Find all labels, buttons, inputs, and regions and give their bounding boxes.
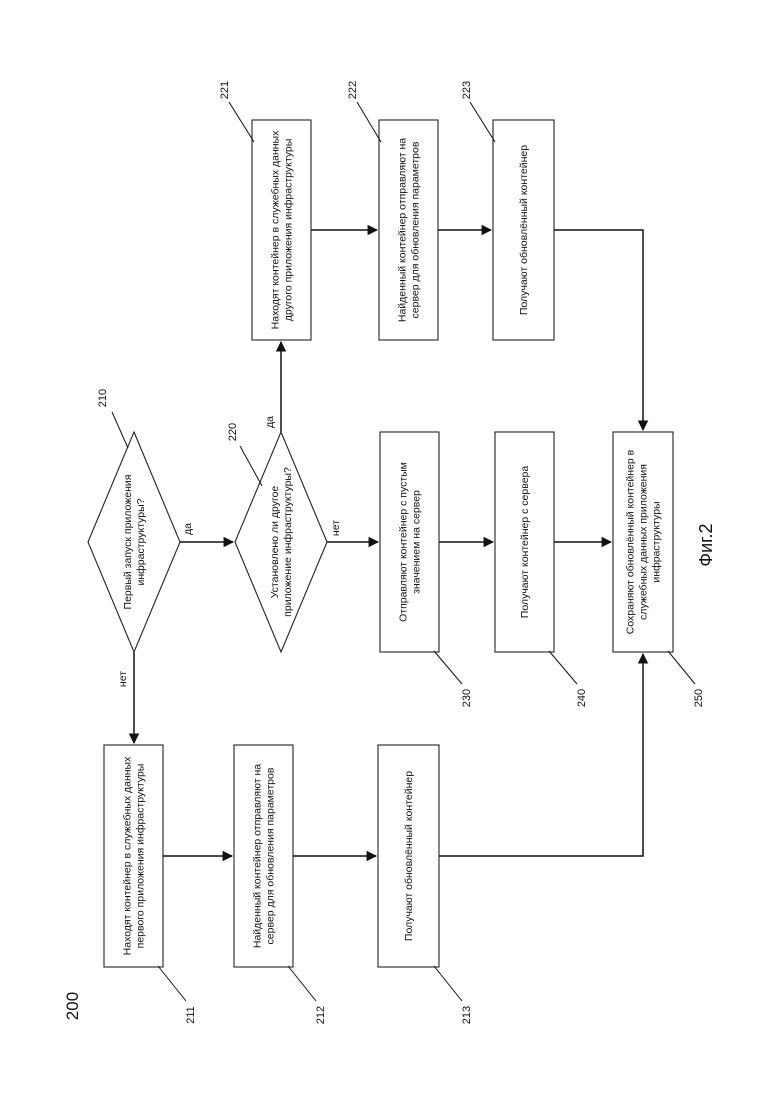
ref-leader-240 xyxy=(549,651,577,684)
node-label-line: сервер для обновления параметров xyxy=(410,141,422,318)
process-send-container-first: Найденный контейнер отправляют насервер … xyxy=(234,745,293,967)
ref-number-210: 210 xyxy=(97,389,109,407)
edge-label-210-yes: да xyxy=(182,523,194,535)
node-label-line: Получают обновлённый контейнер xyxy=(403,771,415,941)
node-label: Получают контейнер с сервера xyxy=(519,466,531,619)
ref-leader-250 xyxy=(668,651,695,684)
ref-leader-223 xyxy=(470,102,495,142)
node-label-line: Находят контейнер в служебных данных xyxy=(270,130,282,329)
ref-number-222: 222 xyxy=(347,81,359,99)
ref-number-240: 240 xyxy=(576,689,588,707)
edge-label-210-no: нет xyxy=(117,671,129,687)
node-label-line: Найденный контейнер отправляют на xyxy=(397,138,409,322)
node-label-line: значением на сервер xyxy=(411,490,423,594)
node-label-line: инфраструктуры xyxy=(651,501,663,582)
node-label-line: Находят контейнер в служебных данных xyxy=(122,756,134,955)
ref-number-250: 250 xyxy=(693,689,705,707)
ref-leader-211 xyxy=(158,966,186,1001)
process-receive-updated-other: Получают обновлённый контейнер xyxy=(493,120,554,340)
ref-number-230: 230 xyxy=(461,689,473,707)
node-label-line: инфраструктуры? xyxy=(135,498,147,585)
node-label: Получают обновлённый контейнер xyxy=(403,771,415,941)
ref-leader-210 xyxy=(112,412,128,448)
ref-leader-213 xyxy=(434,966,462,1001)
decision-diamond xyxy=(88,432,180,652)
ref-number-223: 223 xyxy=(461,81,473,99)
node-label: Установлено ли другоеприложение инфрастр… xyxy=(269,467,294,617)
node-label-line: Первый запуск приложения xyxy=(122,475,134,610)
ref-number-220: 220 xyxy=(227,423,239,441)
process-send-container-other: Найденный контейнер отправляют насервер … xyxy=(379,120,438,340)
edge-label-220-yes: да xyxy=(264,416,276,428)
process-box xyxy=(234,745,293,967)
ref-number-211: 211 xyxy=(185,1006,197,1024)
node-label-line: другого приложения инфраструктуры xyxy=(283,139,295,322)
node-label-line: первого приложения инфраструктуры xyxy=(135,764,147,949)
ref-number-221: 221 xyxy=(219,81,231,99)
process-receive-updated-first: Получают обновлённый контейнер xyxy=(378,745,439,967)
node-label-line: Установлено ли другое xyxy=(269,486,281,599)
process-box xyxy=(252,120,311,340)
edge-223-to-250 xyxy=(554,230,643,430)
process-find-container-other-app: Находят контейнер в служебных данныхдруг… xyxy=(252,120,311,340)
process-box xyxy=(379,120,438,340)
node-label-line: сервер для обновления параметров xyxy=(265,767,277,944)
process-box xyxy=(380,432,439,652)
diagram-number: 200 xyxy=(63,992,82,1020)
node-label: Получают обновлённый контейнер xyxy=(518,145,530,315)
ref-leader-222 xyxy=(357,102,381,142)
node-label: Находят контейнер в служебных данныхперв… xyxy=(122,756,147,955)
node-label: Найденный контейнер отправляют насервер … xyxy=(397,138,422,322)
ref-leader-220 xyxy=(240,446,262,486)
ref-number-212: 212 xyxy=(315,1006,327,1024)
node-label-line: Отправляют контейнер с пустым xyxy=(398,462,410,622)
ref-number-213: 213 xyxy=(461,1006,473,1024)
process-receive-from-server: Получают контейнер с сервера xyxy=(495,432,554,652)
node-label-line: Получают контейнер с сервера xyxy=(519,466,531,619)
decision-first-launch: Первый запуск приложенияинфраструктуры? xyxy=(88,432,180,652)
node-label-line: Сохраняют обновлённый контейнер в xyxy=(625,449,637,634)
node-label: Найденный контейнер отправляют насервер … xyxy=(252,764,277,948)
process-box xyxy=(104,745,163,967)
process-save-updated-container: Сохраняют обновлённый контейнер вслужебн… xyxy=(613,432,673,652)
decision-other-app-installed: Установлено ли другоеприложение инфрастр… xyxy=(235,432,327,652)
ref-leader-230 xyxy=(434,651,462,684)
edge-213-to-250 xyxy=(439,654,643,856)
decision-diamond xyxy=(235,432,327,652)
node-label-line: Получают обновлённый контейнер xyxy=(518,145,530,315)
node-label: Находят контейнер в служебных данныхдруг… xyxy=(270,130,295,329)
node-label-line: служебных данных приложения xyxy=(638,464,650,620)
node-label-line: приложение инфраструктуры? xyxy=(282,467,294,617)
ref-leader-212 xyxy=(288,966,316,1001)
ref-leader-221 xyxy=(229,102,254,142)
process-find-container-first-app: Находят контейнер в служебных данныхперв… xyxy=(104,745,163,967)
process-send-empty-container: Отправляют контейнер с пустымзначением н… xyxy=(380,432,439,652)
node-label-line: Найденный контейнер отправляют на xyxy=(252,764,264,948)
figure-caption: Фиг.2 xyxy=(696,523,716,566)
edge-label-220-no: нет xyxy=(330,520,342,536)
